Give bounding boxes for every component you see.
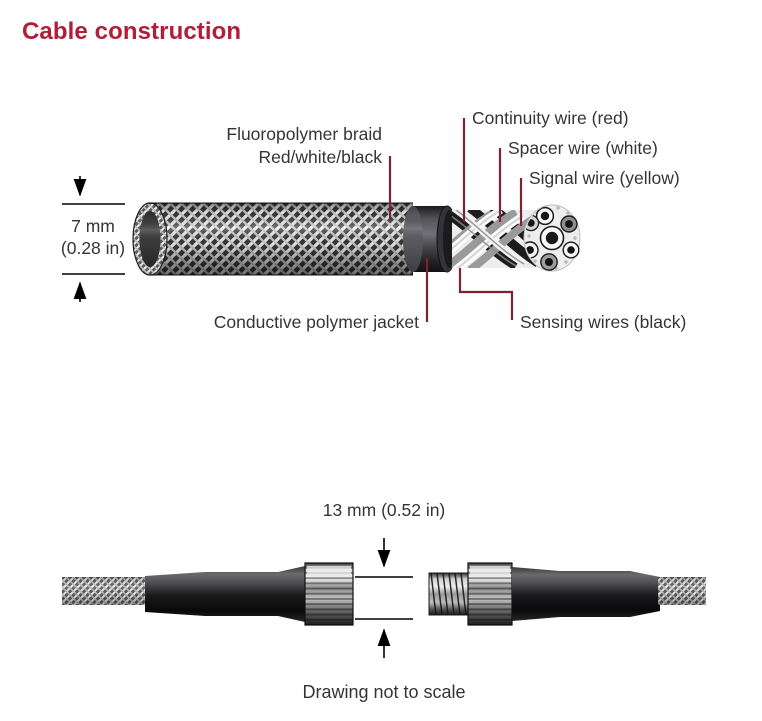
- fluoropolymer-braid-layer: [132, 202, 413, 276]
- callout-labels: Fluoropolymer braid Red/white/black Cont…: [214, 108, 687, 332]
- diameter-dimension: 7 mm (0.28 in): [61, 176, 125, 302]
- satellite-wire-sections: [525, 206, 580, 271]
- diameter-dimension-line2: (0.28 in): [61, 238, 125, 258]
- callout-leaders: [388, 118, 523, 322]
- label-sensing-wires: Sensing wires (black): [520, 312, 686, 332]
- right-connector-threads: [428, 572, 471, 616]
- label-fluoropolymer-braid-line2: Red/white/black: [258, 147, 382, 167]
- leader-sensing-wires: [458, 268, 514, 320]
- left-cable-assembly: [62, 562, 354, 626]
- label-fluoropolymer-braid-line1: Fluoropolymer braid: [226, 124, 382, 144]
- wire-cross-section-end: [523, 204, 581, 272]
- diameter-dimension-line1: 7 mm: [71, 216, 115, 236]
- figure-caption: Drawing not to scale: [302, 682, 465, 702]
- conductive-polymer-jacket-layer: [403, 205, 458, 273]
- right-cable-assembly: [428, 562, 706, 626]
- label-continuity-wire: Continuity wire (red): [472, 108, 629, 128]
- cutaway-cable-group: 7 mm (0.28 in) Fluoropolymer braid Red/w…: [61, 108, 686, 332]
- left-connector-nut: [304, 562, 354, 626]
- page-title: Cable construction: [22, 18, 242, 45]
- right-connector-collar: [467, 562, 513, 626]
- label-conductive-polymer-jacket: Conductive polymer jacket: [214, 312, 419, 332]
- center-conductor-section: [539, 225, 565, 251]
- gap-dimension-label: 13 mm (0.52 in): [323, 500, 446, 520]
- connector-pair-group: 13 mm (0.52 in) Drawing not to scale: [62, 500, 706, 702]
- label-signal-wire: Signal wire (yellow): [529, 168, 680, 188]
- label-spacer-wire: Spacer wire (white): [508, 138, 658, 158]
- gap-dimension: 13 mm (0.52 in): [323, 500, 446, 658]
